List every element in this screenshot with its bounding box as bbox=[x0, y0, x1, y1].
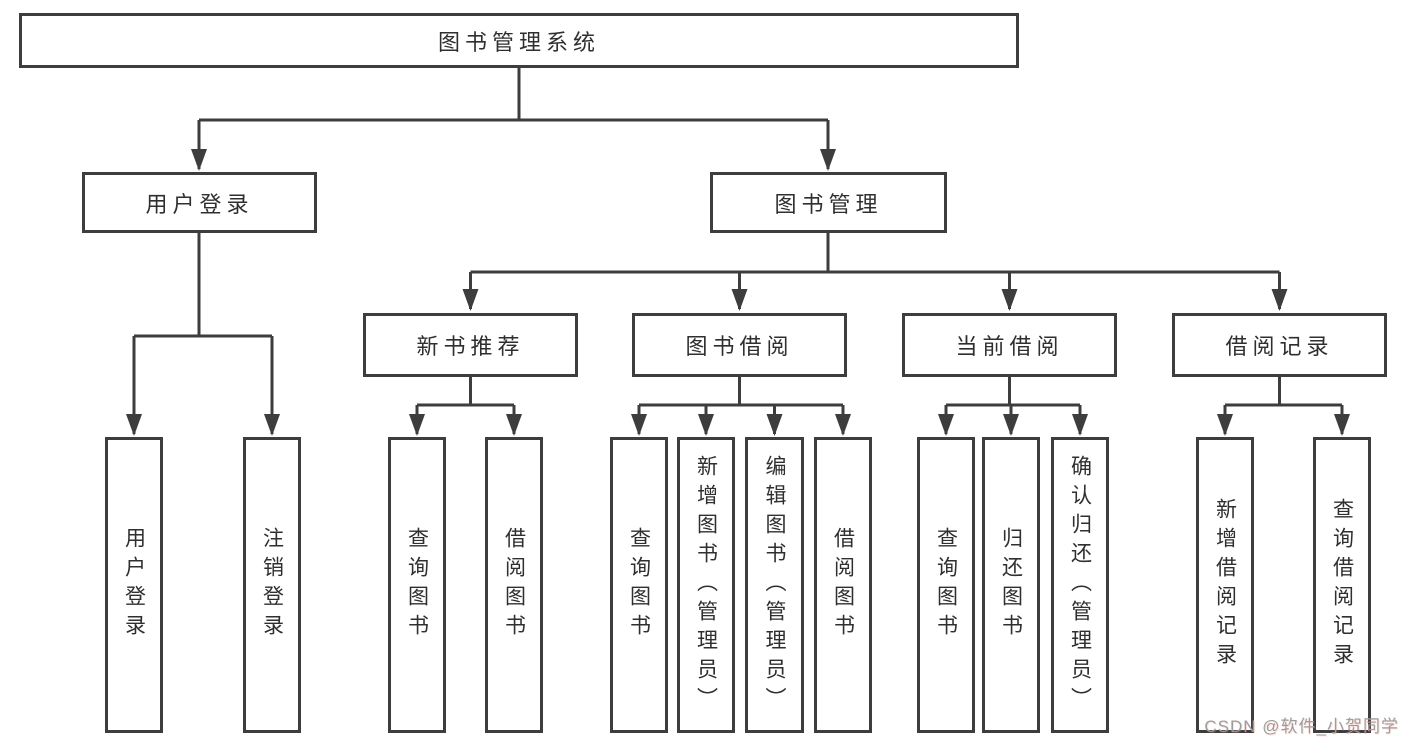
node-label: 用户登录 bbox=[145, 191, 254, 217]
node-label: 查询图书 bbox=[405, 527, 429, 643]
node-label: 编辑图书（管理员） bbox=[763, 454, 787, 716]
node-label: 注销登录 bbox=[260, 527, 284, 643]
connector bbox=[199, 68, 828, 122]
node-root: 图书管理系统 bbox=[19, 13, 1019, 68]
node-current-borrow: 当前借阅 bbox=[902, 313, 1117, 377]
node-leaf-query-book-3: 查询图书 bbox=[917, 437, 975, 733]
node-leaf-add-record: 新增借阅记录 bbox=[1196, 437, 1254, 733]
csdn-watermark: CSDN @软件_小贺同学 bbox=[1204, 717, 1399, 736]
node-label: 归还图书 bbox=[999, 527, 1023, 643]
connector bbox=[417, 377, 514, 407]
node-leaf-borrow-book-2: 借阅图书 bbox=[814, 437, 872, 733]
node-label: 图书管理 bbox=[774, 191, 883, 217]
node-label: 借阅图书 bbox=[831, 527, 855, 643]
connector bbox=[134, 233, 272, 338]
node-label: 图书管理系统 bbox=[437, 29, 600, 55]
node-leaf-query-record: 查询借阅记录 bbox=[1313, 437, 1371, 733]
node-leaf-query-book-1: 查询图书 bbox=[388, 437, 446, 733]
node-book-borrow: 图书借阅 bbox=[632, 313, 847, 377]
node-leaf-add-book: 新增图书（管理员） bbox=[677, 437, 735, 733]
node-label: 借阅记录 bbox=[1225, 334, 1334, 359]
node-leaf-edit-book: 编辑图书（管理员） bbox=[745, 437, 804, 733]
node-label: 新增借阅记录 bbox=[1213, 498, 1237, 672]
node-new-book-rec: 新书推荐 bbox=[363, 313, 578, 377]
node-label: 新增图书（管理员） bbox=[694, 454, 718, 716]
node-leaf-borrow-book-1: 借阅图书 bbox=[485, 437, 543, 733]
node-label: 查询借阅记录 bbox=[1330, 498, 1354, 672]
node-label: 图书借阅 bbox=[685, 334, 794, 359]
node-user-login: 用户登录 bbox=[82, 172, 317, 233]
connector bbox=[639, 377, 843, 407]
node-borrow-records: 借阅记录 bbox=[1172, 313, 1387, 377]
node-label: 新书推荐 bbox=[416, 334, 525, 359]
node-label: 当前借阅 bbox=[955, 334, 1064, 359]
node-label: 查询图书 bbox=[934, 527, 958, 643]
node-label: 用户登录 bbox=[122, 527, 146, 643]
connector bbox=[1225, 377, 1342, 407]
connector bbox=[470, 233, 1280, 274]
node-leaf-query-book-2: 查询图书 bbox=[610, 437, 668, 733]
node-label: 查询图书 bbox=[627, 527, 651, 643]
node-label: 借阅图书 bbox=[502, 527, 526, 643]
node-leaf-confirm-return: 确认归还（管理员） bbox=[1051, 437, 1109, 733]
node-book-mgmt: 图书管理 bbox=[710, 172, 947, 233]
node-leaf-logout: 注销登录 bbox=[243, 437, 301, 733]
node-leaf-return-book: 归还图书 bbox=[982, 437, 1040, 733]
node-label: 确认归还（管理员） bbox=[1068, 454, 1092, 716]
connector bbox=[946, 377, 1080, 407]
node-leaf-user-login: 用户登录 bbox=[105, 437, 163, 733]
